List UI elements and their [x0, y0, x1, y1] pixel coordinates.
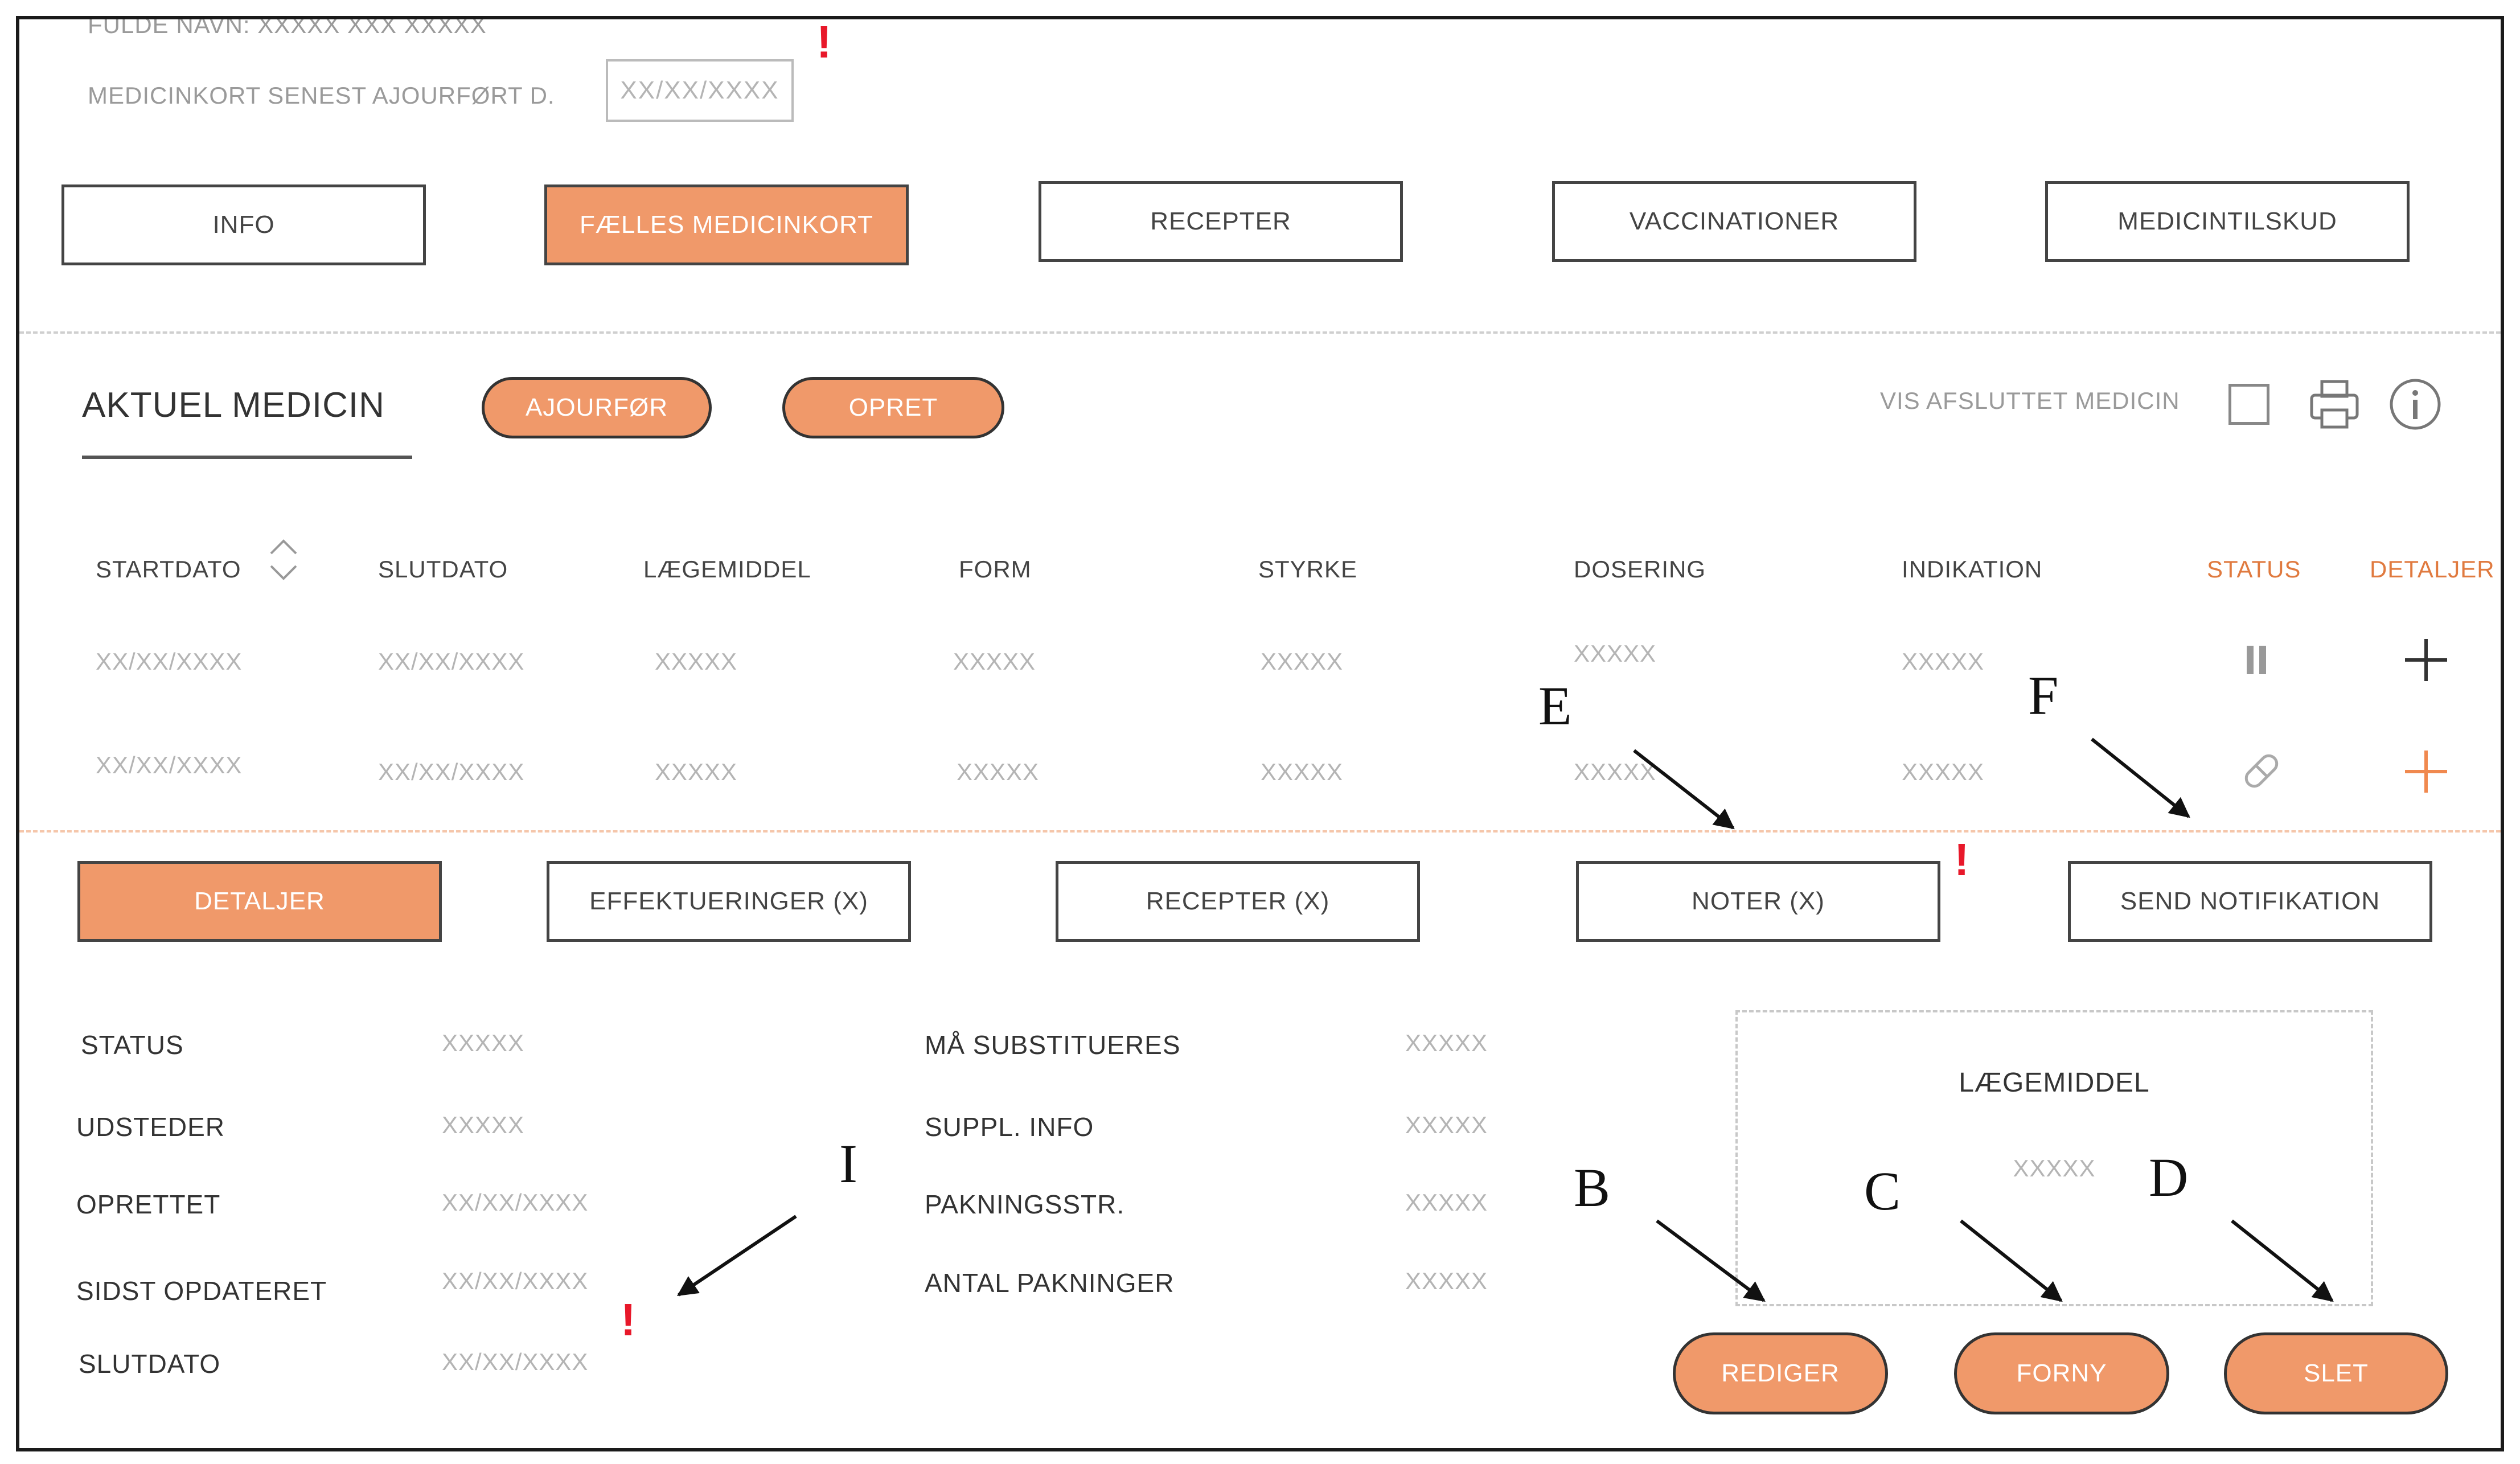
drug-box-title: LÆGEMIDDEL [1959, 1068, 2150, 1098]
row-cell-slutdato: XX/XX/XXXX [378, 648, 525, 675]
column-header-laegemiddel[interactable]: LÆGEMIDDEL [643, 556, 811, 583]
edit-button[interactable]: REDIGER [1673, 1332, 1888, 1414]
detail-label-created: OPRETTET [76, 1190, 221, 1219]
sort-chevrons-icon[interactable] [266, 534, 301, 585]
row-cell-styrke: XXXXX [1261, 648, 1344, 675]
row-cell-laegemiddel: XXXXX [655, 758, 738, 785]
tab-info[interactable]: INFO [61, 184, 426, 265]
column-header-slutdato[interactable]: SLUTDATO [378, 556, 508, 583]
card-updated-date-value: XX/XX/XXXX [620, 76, 779, 104]
print-icon[interactable] [2307, 377, 2362, 432]
annotation-letter-c: C [1864, 1160, 1901, 1221]
arrow-b [1656, 1219, 1766, 1302]
show-ended-medicine-checkbox[interactable] [2228, 384, 2269, 425]
show-ended-medicine-label: VIS AFSLUTTET MEDICIN [1880, 387, 2180, 414]
row-cell-form: XXXXX [957, 758, 1040, 785]
warning-mark-top: ! [816, 17, 832, 67]
column-header-styrke[interactable]: STYRKE [1258, 556, 1358, 583]
row-cell-indikation: XXXXX [1902, 648, 1985, 675]
row-cell-dosering: XXXXX [1574, 758, 1657, 785]
tab-prescriptions[interactable]: RECEPTER [1039, 181, 1403, 262]
create-button[interactable]: OPRET [782, 377, 1004, 438]
arrow-e [1633, 749, 1735, 830]
detail-value-package-count: XXXXX [1405, 1268, 1488, 1294]
annotation-letter-e: E [1538, 675, 1572, 736]
renew-button[interactable]: FORNY [1954, 1332, 2169, 1414]
detail-label-may-substitute: MÅ SUBSTITUERES [925, 1030, 1181, 1060]
heading-underline [82, 456, 412, 459]
plus-icon[interactable] [2400, 746, 2452, 797]
annotation-letter-d: D [2149, 1147, 2189, 1208]
tab-medicine-subsidy[interactable]: MEDICINTILSKUD [2045, 181, 2410, 262]
card-updated-date-field[interactable]: XX/XX/XXXX [606, 59, 794, 122]
tab-send-notification[interactable]: SEND NOTIFIKATION [2068, 861, 2432, 942]
detail-value-issuer: XXXXX [442, 1112, 525, 1138]
detail-label-issuer: UDSTEDER [76, 1112, 225, 1142]
column-header-detaljer[interactable]: DETALJER [2370, 556, 2495, 583]
column-header-form[interactable]: FORM [959, 556, 1032, 583]
row-cell-dosering: XXXXX [1574, 640, 1657, 667]
section-divider [19, 331, 2501, 334]
detail-label-status: STATUS [81, 1030, 184, 1060]
annotation-letter-b: B [1574, 1157, 1611, 1218]
drug-box-value: XXXXX [2013, 1155, 2096, 1182]
column-header-startdato[interactable]: STARTDATO [96, 556, 241, 583]
annotation-letter-i: I [839, 1133, 857, 1194]
full-name-label: FULDE NAVN: XXXXX XXX XXXXX [88, 16, 487, 38]
tab-effectuations[interactable]: EFFEKTUERINGER (X) [547, 861, 911, 942]
detail-value-package-size: XXXXX [1405, 1189, 1488, 1216]
info-icon[interactable] [2388, 377, 2443, 432]
detail-divider [19, 830, 2501, 833]
row-cell-form: XXXXX [953, 648, 1036, 675]
detail-value-may-substitute: XXXXX [1405, 1030, 1488, 1056]
arrow-c [1960, 1219, 2063, 1302]
delete-button[interactable]: SLET [2224, 1332, 2448, 1414]
detail-label-package-count: ANTAL PAKNINGER [925, 1268, 1175, 1298]
detail-value-created: XX/XX/XXXX [442, 1189, 589, 1216]
detail-value-end-date: XX/XX/XXXX [442, 1348, 589, 1375]
row-cell-styrke: XXXXX [1261, 758, 1344, 785]
pill-icon[interactable] [2238, 747, 2285, 795]
detail-value-status: XXXXX [442, 1030, 525, 1056]
row-cell-startdato: XX/XX/XXXX [96, 648, 243, 675]
tab-notes[interactable]: NOTER (X) [1576, 861, 1940, 942]
tab-detail-prescriptions[interactable]: RECEPTER (X) [1056, 861, 1420, 942]
tab-shared-medicine-card[interactable]: FÆLLES MEDICINKORT [544, 184, 909, 265]
arrow-f [2091, 737, 2190, 818]
detail-value-last-updated: XX/XX/XXXX [442, 1268, 589, 1294]
annotation-letter-f: F [2028, 665, 2059, 726]
app-frame: FULDE NAVN: XXXXX XXX XXXXX ! MEDICINKOR… [16, 16, 2504, 1451]
column-header-dosering[interactable]: DOSERING [1574, 556, 1706, 583]
annotation-arrows [677, 737, 2334, 1302]
detail-label-last-updated: SIDST OPDATERET [76, 1276, 327, 1306]
card-updated-label: MEDICINKORT SENEST AJOURFØRT D. [88, 82, 555, 109]
tab-details[interactable]: DETALJER [77, 861, 442, 942]
current-medicine-heading: AKTUEL MEDICIN [82, 386, 385, 425]
row-cell-startdato: XX/XX/XXXX [96, 752, 243, 778]
update-button[interactable]: AJOURFØR [482, 377, 712, 438]
arrow-d [2231, 1219, 2334, 1302]
plus-icon[interactable] [2400, 634, 2452, 686]
detail-label-package-size: PAKNINGSSTR. [925, 1190, 1125, 1219]
column-header-status[interactable]: STATUS [2207, 556, 2301, 583]
detail-value-suppl-info: XXXXX [1405, 1112, 1488, 1138]
row-cell-slutdato: XX/XX/XXXX [378, 758, 525, 785]
row-cell-indikation: XXXXX [1902, 758, 1985, 785]
column-header-indikation[interactable]: INDIKATION [1902, 556, 2043, 583]
detail-label-suppl-info: SUPPL. INFO [925, 1112, 1094, 1142]
row-cell-laegemiddel: XXXXX [655, 648, 738, 675]
pause-icon[interactable] [2236, 640, 2276, 680]
tab-vaccinations[interactable]: VACCINATIONER [1552, 181, 1916, 262]
detail-label-end-date: SLUTDATO [79, 1349, 221, 1379]
arrow-i [677, 1215, 797, 1297]
drug-box: LÆGEMIDDEL XXXXX [1735, 1010, 2373, 1306]
warning-mark-notes: ! [1954, 834, 1969, 885]
warning-mark-last-updated: ! [621, 1294, 636, 1345]
